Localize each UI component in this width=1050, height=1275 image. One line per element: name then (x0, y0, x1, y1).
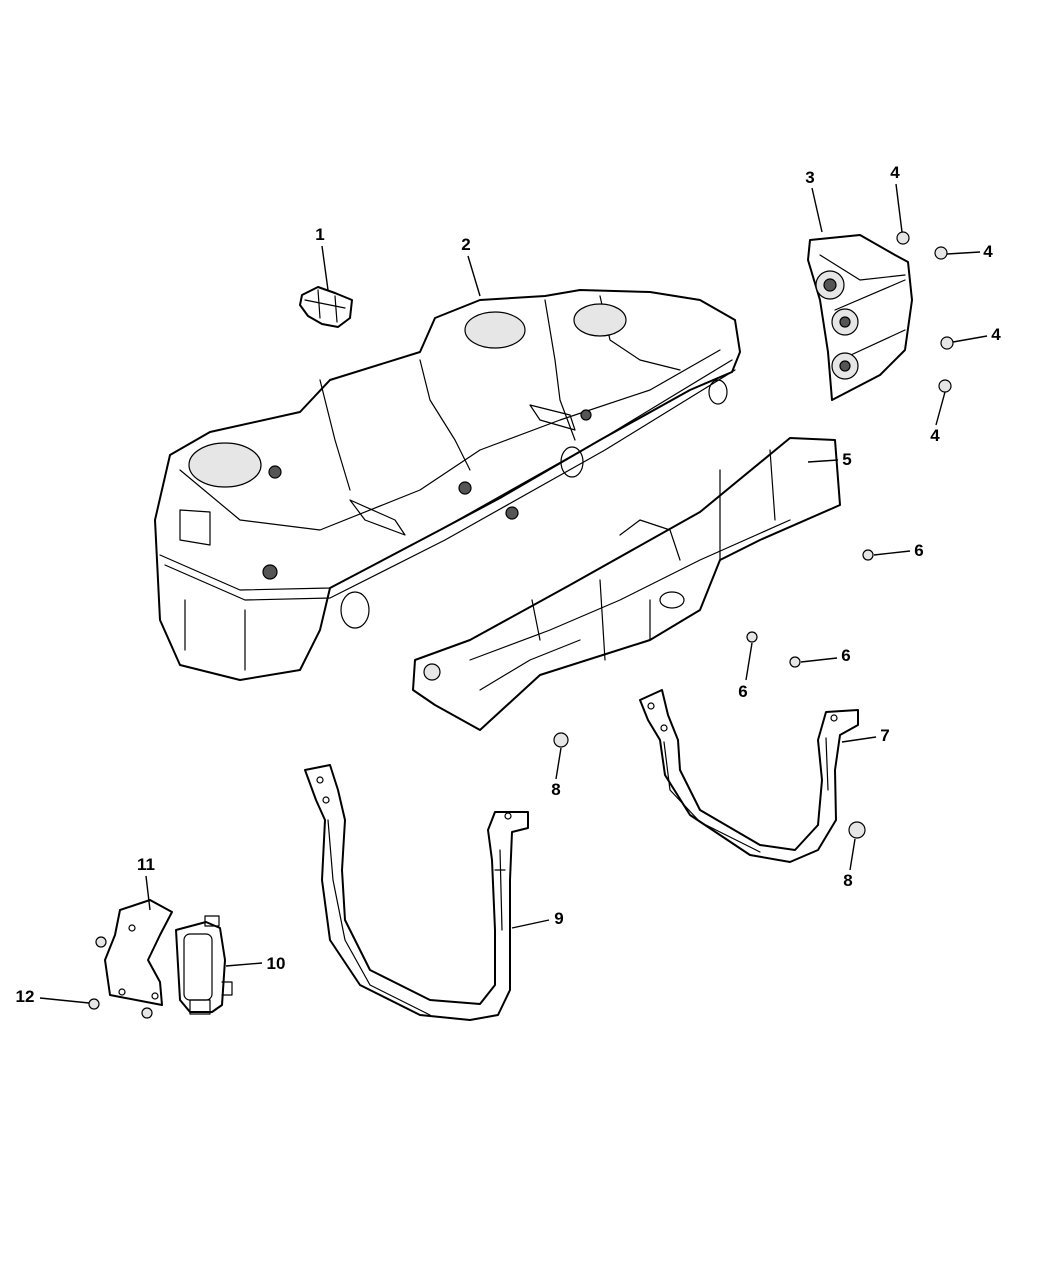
nut-8-a (553, 732, 569, 748)
heat-shield (807, 234, 913, 401)
callout-6-a: 6 (914, 541, 923, 560)
callout-7: 7 (880, 726, 889, 745)
skid-plate (412, 437, 841, 731)
leader-6b (745, 642, 753, 681)
callout-4-a: 4 (890, 163, 900, 182)
callout-12: 12 (16, 987, 35, 1006)
callout-1: 1 (315, 225, 324, 244)
leader-lines (39, 183, 988, 1004)
nut-6-b (746, 631, 758, 643)
leader-4b (946, 251, 981, 255)
nut-8-b (848, 821, 866, 839)
leader-6c (800, 657, 838, 663)
leader-9 (511, 919, 550, 929)
leader-1 (321, 245, 329, 291)
callout-8-b: 8 (843, 871, 852, 890)
tank-strap-rear (639, 689, 859, 863)
leader-4d (935, 391, 946, 426)
leader-8a (555, 747, 562, 780)
leader-8b (849, 838, 856, 871)
leader-6a (873, 550, 911, 556)
nut-6-a (862, 549, 874, 561)
nut-4-b (934, 246, 948, 260)
callout-labels: 1 2 3 4 4 4 4 5 6 6 6 7 8 8 9 10 11 12 (16, 163, 1002, 1006)
callout-4-c: 4 (991, 325, 1001, 344)
tube-clip (299, 286, 353, 328)
leader-7 (841, 736, 877, 743)
callout-3: 3 (805, 168, 814, 187)
leader-4c (952, 335, 988, 343)
callout-5: 5 (842, 450, 851, 469)
nut-4-c (940, 336, 954, 350)
callout-8-a: 8 (551, 780, 560, 799)
tank-strap-front (304, 764, 529, 1021)
callout-6-b: 6 (738, 682, 747, 701)
control-module (175, 915, 233, 1015)
leader-12 (39, 997, 90, 1004)
nut-4-a (896, 231, 910, 245)
callout-4-b: 4 (983, 242, 993, 261)
callout-11: 11 (137, 855, 155, 874)
callout-4-d: 4 (930, 426, 940, 445)
leader-3 (811, 187, 823, 233)
callout-9: 9 (554, 909, 563, 928)
leader-5 (807, 459, 839, 463)
leader-4a (895, 183, 903, 233)
module-bracket (104, 899, 173, 1006)
callout-2: 2 (461, 235, 470, 254)
leader-2 (467, 255, 481, 297)
nut-12-c (141, 1007, 153, 1019)
nut-4-d (938, 379, 952, 393)
leader-10 (225, 962, 263, 967)
nut-12-a (95, 936, 107, 948)
nut-12-b (88, 998, 100, 1010)
fuel-tank (154, 289, 741, 681)
leader-11 (145, 875, 151, 911)
callout-6-c: 6 (841, 646, 850, 665)
nut-6-c (789, 656, 801, 668)
callout-10: 10 (267, 954, 286, 973)
